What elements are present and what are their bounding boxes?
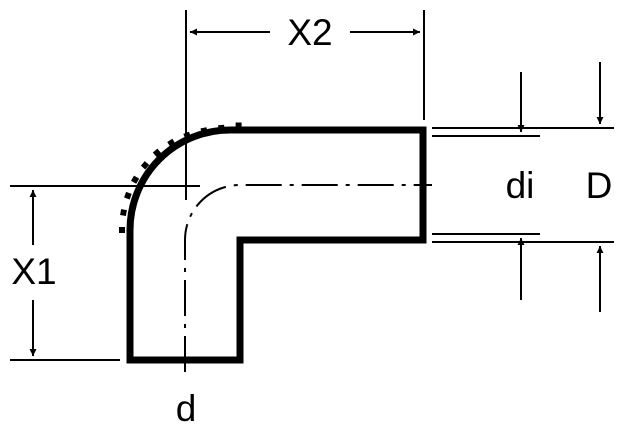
elbow-outline <box>126 126 427 364</box>
x1-dimension <box>10 185 200 361</box>
diameter-dimensions <box>432 62 614 312</box>
weld-marks <box>119 122 242 233</box>
x2-dimension <box>185 10 425 200</box>
d-label: d <box>176 388 197 429</box>
centerline <box>184 184 432 372</box>
D-label: D <box>586 165 613 206</box>
x1-label: X1 <box>11 251 56 292</box>
x2-label: X2 <box>287 12 332 53</box>
di-label: di <box>506 165 535 206</box>
